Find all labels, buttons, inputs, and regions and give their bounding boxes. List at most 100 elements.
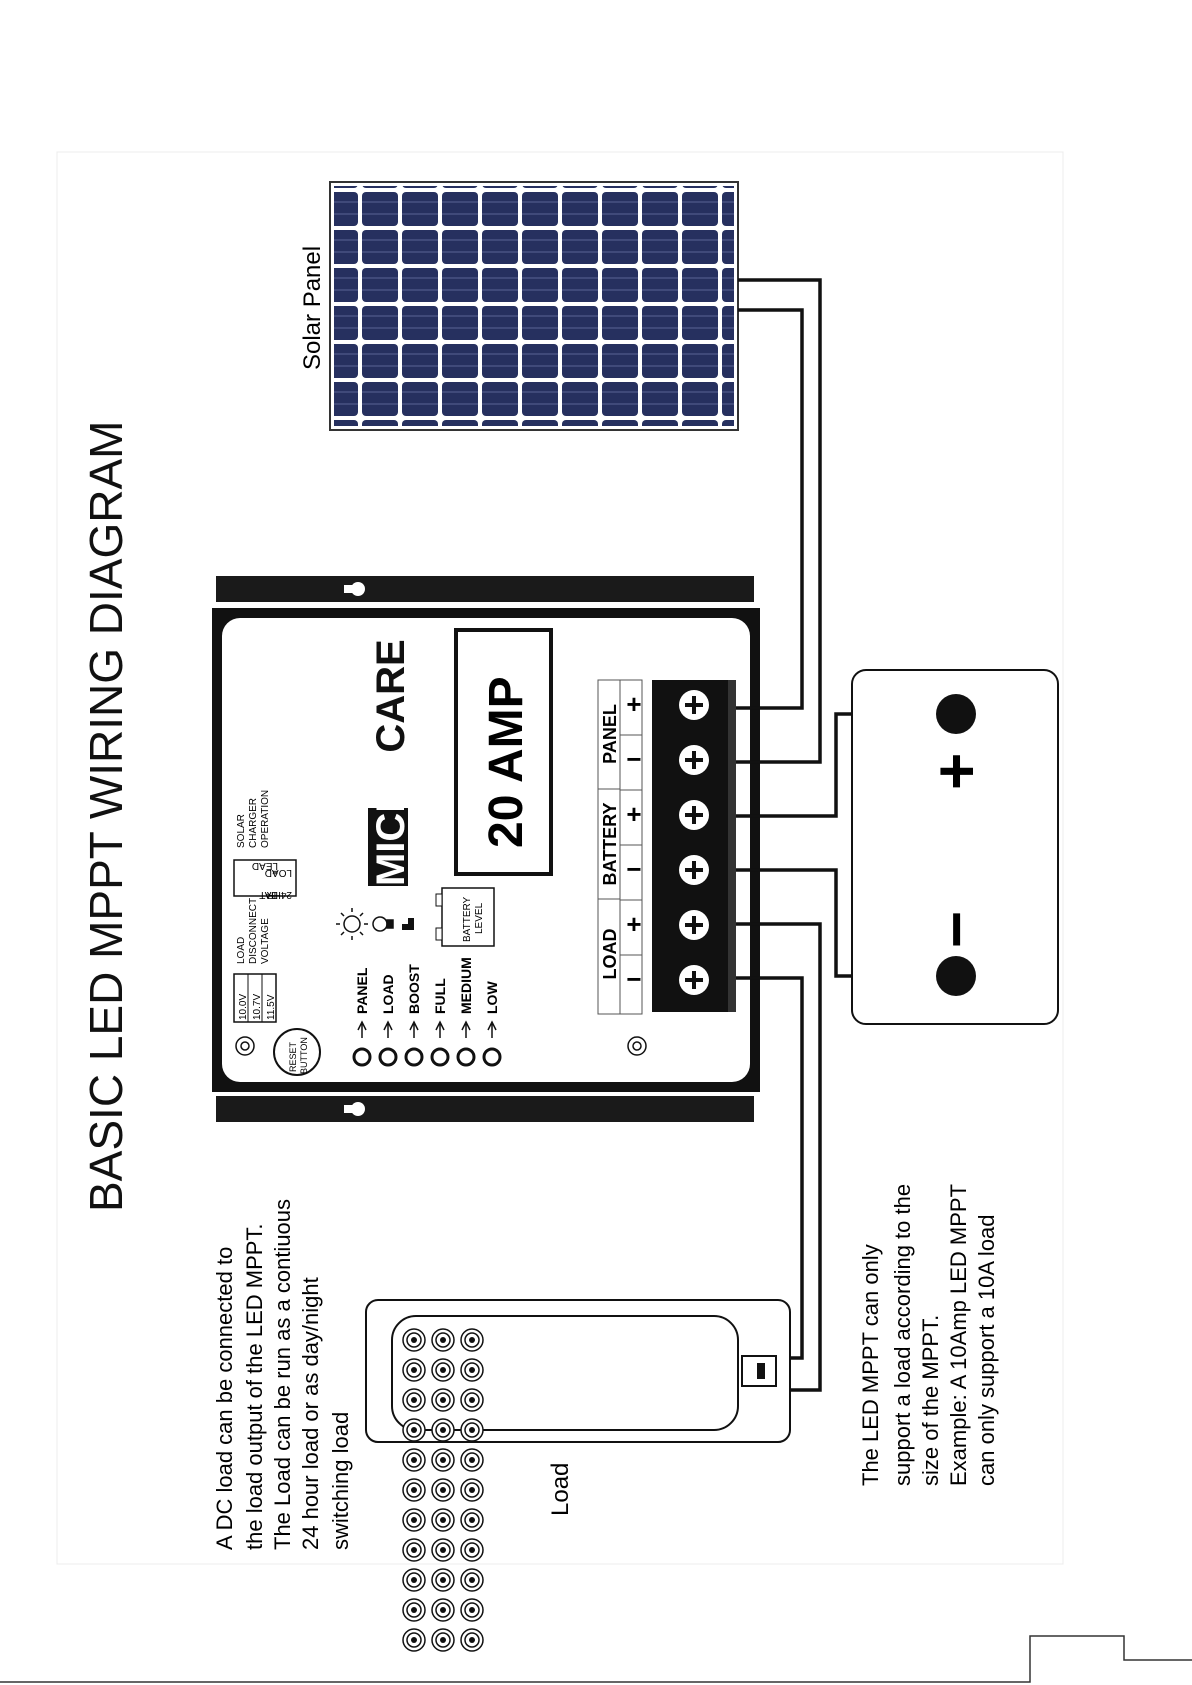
page-footer-line [0, 1635, 1192, 1683]
voltage-low: 10.0V [238, 994, 249, 1020]
load-led [431, 1478, 455, 1502]
led-panel: PANEL [352, 967, 372, 1067]
solar-panel [329, 181, 739, 431]
svg-text:=: = [272, 866, 278, 877]
terminal-sign: + [626, 689, 641, 719]
battery-minus-sign: − [920, 911, 992, 948]
arrow-icon [383, 1020, 393, 1038]
load-led [431, 1598, 455, 1622]
load-led [460, 1598, 484, 1622]
mounting-bracket-top [216, 576, 754, 602]
mounting-bracket-bottom [216, 1096, 754, 1122]
svg-text:Example: A 10Amp LED MPPT: Example: A 10Amp LED MPPT [946, 1184, 971, 1486]
load-led [431, 1568, 455, 1592]
brand-logo: MICROCARE [369, 639, 413, 886]
load-led [402, 1568, 426, 1592]
load-led [460, 1538, 484, 1562]
load-led [460, 1388, 484, 1412]
load-led [431, 1508, 455, 1532]
terminal-screw: + [626, 689, 709, 720]
screw-icon [627, 1036, 647, 1056]
stairs-icon [402, 918, 414, 930]
terminal-block [597, 679, 736, 1015]
led-label: PANEL [354, 967, 370, 1014]
voltage-table: 10.0V 10.7V 11.5V [233, 973, 277, 1023]
svg-text:can only support a 10A load: can only support a 10A load [974, 1214, 999, 1486]
wire-load-minus [736, 976, 804, 1360]
load-led [431, 1328, 455, 1352]
wire-load-plus [736, 922, 822, 1392]
svg-text:LEAD: LEAD [252, 860, 278, 871]
load-led [460, 1358, 484, 1382]
terminal-sign: + [626, 909, 641, 939]
svg-text:SOLAR: SOLAR [236, 814, 247, 848]
led-label: FULL [432, 978, 448, 1014]
load-note: A DC load can be connected to the load o… [212, 1199, 353, 1550]
terminal-screw: + [626, 799, 709, 830]
led-full: FULL [430, 978, 450, 1067]
svg-text:size of the MPPT.: size of the MPPT. [918, 1315, 943, 1486]
load-led [431, 1358, 455, 1382]
svg-text:BATTERY: BATTERY [462, 896, 473, 942]
load-led [460, 1508, 484, 1532]
load-led [431, 1418, 455, 1442]
svg-text:BUTTON: BUTTON [299, 1037, 309, 1074]
svg-text:LOAD: LOAD [236, 937, 247, 964]
load-led [460, 1568, 484, 1592]
diagram-title: BASIC LED MPPT WIRING DIAGRAM [80, 421, 132, 1212]
load-led [402, 1538, 426, 1562]
load-led [402, 1418, 426, 1442]
solar-panel-label: Solar Panel [299, 246, 326, 370]
load-led [431, 1448, 455, 1472]
load-led [402, 1448, 426, 1472]
mppt-note: The LED MPPT can only support a load acc… [858, 1184, 999, 1486]
battery-type-label: BAT = LEAD 24HR LOAD [252, 860, 292, 900]
led-load-fixture [365, 1299, 791, 1443]
voltage-mid: 10.7V [252, 994, 263, 1020]
svg-text:RESET: RESET [288, 1041, 298, 1072]
page-frame [56, 151, 1064, 1565]
operation-label: SOLAR CHARGER OPERATION [236, 790, 271, 848]
wire-panel-plus [736, 308, 804, 710]
sun-icon [336, 908, 368, 940]
battery-level-icon: BATTERY LEVEL [435, 887, 495, 947]
terminal-sign: − [626, 964, 641, 994]
load-led-array [402, 1328, 484, 1652]
load-led [402, 1598, 426, 1622]
terminal-sign: + [626, 799, 641, 829]
terminal-screw: − [626, 964, 709, 995]
svg-text:LEVEL: LEVEL [474, 902, 485, 934]
svg-text:OPERATION: OPERATION [260, 790, 271, 848]
arrow-icon [461, 1020, 471, 1038]
svg-text:The LED MPPT can only: The LED MPPT can only [858, 1244, 883, 1486]
led-label: BOOST [406, 964, 422, 1014]
reset-button[interactable]: RESET BUTTON [273, 1028, 321, 1076]
load-led [402, 1388, 426, 1412]
voltage-high: 11.5V [266, 994, 277, 1020]
terminal-screw: − [626, 854, 709, 885]
svg-text:DISCONNECT: DISCONNECT [248, 898, 259, 964]
svg-text:The Load can be run as a conti: The Load can be run as a contiuous [270, 1199, 295, 1550]
battery-type-box [233, 859, 297, 897]
led-label: MEDIUM [458, 957, 474, 1014]
load-led [431, 1388, 455, 1412]
terminal-group-label: PANEL [600, 704, 620, 764]
rating-label: 20 AMP [480, 676, 533, 848]
wire-panel-minus [736, 278, 822, 764]
load-led [460, 1628, 484, 1652]
load-led [431, 1538, 455, 1562]
load-led [431, 1628, 455, 1652]
load-led [402, 1328, 426, 1352]
led-low: LOW [482, 981, 502, 1067]
load-led [402, 1508, 426, 1532]
load-led [460, 1328, 484, 1352]
terminal-screw: + [626, 909, 709, 940]
arrow-icon [409, 1020, 419, 1038]
wires [736, 278, 942, 1392]
svg-text:24HR: 24HR [266, 889, 292, 900]
terminal-group-label: LOAD [600, 929, 620, 980]
terminal-screw: − [626, 744, 709, 775]
battery [851, 669, 1059, 1025]
